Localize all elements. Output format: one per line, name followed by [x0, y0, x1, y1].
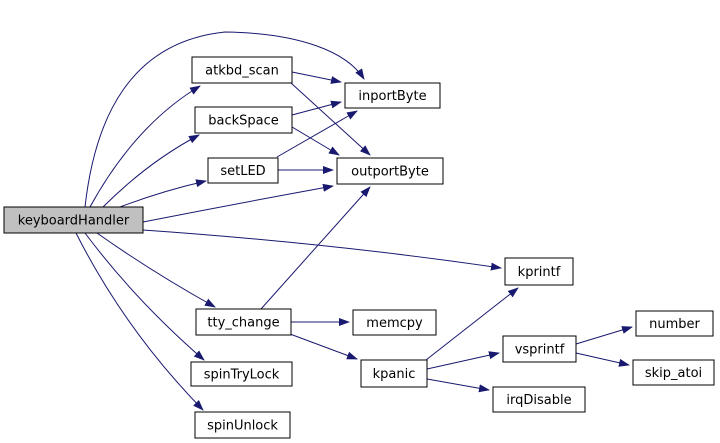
- node-box-spinTryLock[interactable]: [190, 361, 293, 387]
- node-label-memcpy: memcpy: [366, 316, 423, 331]
- node-label-backSpace: backSpace: [208, 114, 279, 129]
- node-label-inportByte: inportByte: [358, 89, 426, 104]
- node-label-setLED: setLED: [220, 164, 265, 179]
- node-box-kprintf[interactable]: [504, 257, 574, 286]
- edge-backSpace-to-outportByte: [291, 126, 340, 156]
- edge-keyboardHandler-to-setLED: [119, 179, 207, 208]
- edge-keyboardHandler-to-spinUnlock: [75, 232, 204, 411]
- edge-kpanic-to-vsprintf: [426, 351, 500, 370]
- node-label-kpanic: kpanic: [373, 367, 416, 382]
- node-box-number[interactable]: [635, 310, 714, 337]
- node-label-kprintf: kprintf: [518, 265, 561, 280]
- edge-kpanic-to-irqDisable: [426, 378, 490, 393]
- node-spinTryLock[interactable]: spinTryLock: [190, 361, 293, 387]
- node-kpanic[interactable]: kpanic: [360, 359, 428, 388]
- node-number[interactable]: number: [635, 310, 714, 337]
- node-irqDisable[interactable]: irqDisable: [492, 386, 586, 413]
- node-keyboardHandler: keyboardHandler: [3, 206, 144, 234]
- edge-tty_change-to-outportByte: [260, 186, 371, 310]
- node-box-memcpy[interactable]: [352, 309, 437, 336]
- node-backSpace[interactable]: backSpace: [194, 106, 293, 134]
- node-box-atkbd_scan[interactable]: [191, 56, 293, 84]
- node-label-skip_atoi: skip_atoi: [645, 366, 702, 381]
- node-box-setLED[interactable]: [207, 157, 279, 184]
- node-kprintf[interactable]: kprintf: [504, 257, 574, 286]
- node-box-skip_atoi[interactable]: [632, 359, 715, 386]
- node-box-tty_change[interactable]: [195, 308, 292, 336]
- edge-keyboardHandler-to-inportByte: [84, 31, 365, 208]
- node-setLED[interactable]: setLED: [207, 157, 279, 184]
- node-atkbd_scan[interactable]: atkbd_scan: [191, 56, 293, 84]
- node-label-irqDisable: irqDisable: [506, 393, 571, 408]
- edge-atkbd_scan-to-inportByte: [291, 71, 342, 84]
- edge-keyboardHandler-to-tty_change: [96, 232, 216, 308]
- edge-kpanic-to-kprintf: [425, 287, 519, 361]
- node-label-spinTryLock: spinTryLock: [204, 368, 280, 383]
- edge-keyboardHandler-to-backSpace: [102, 134, 200, 208]
- edge-tty_change-to-kpanic: [289, 333, 358, 360]
- node-label-vsprintf: vsprintf: [515, 343, 565, 358]
- edge-keyboardHandler-to-spinTryLock: [84, 232, 205, 361]
- edge-keyboardHandler-to-atkbd_scan: [89, 85, 201, 208]
- edge-setLED-to-inportByte: [276, 110, 358, 158]
- node-box-outportByte[interactable]: [336, 157, 444, 185]
- node-box-inportByte[interactable]: [344, 82, 441, 109]
- node-inportByte[interactable]: inportByte: [344, 82, 441, 109]
- node-box-kpanic[interactable]: [360, 359, 428, 388]
- node-label-keyboardHandler: keyboardHandler: [18, 214, 130, 229]
- node-outportByte[interactable]: outportByte: [336, 157, 444, 185]
- node-label-spinUnlock: spinUnlock: [207, 419, 278, 434]
- node-box-keyboardHandler: [3, 206, 144, 234]
- node-spinUnlock[interactable]: spinUnlock: [194, 411, 291, 439]
- edge-vsprintf-to-number: [575, 326, 633, 345]
- node-label-outportByte: outportByte: [351, 165, 429, 180]
- edge-vsprintf-to-skip_atoi: [575, 352, 630, 367]
- node-tty_change[interactable]: tty_change: [195, 308, 292, 336]
- node-label-tty_change: tty_change: [207, 316, 279, 331]
- edge-keyboardHandler-to-outportByte: [142, 183, 334, 223]
- edge-atkbd_scan-to-outportByte: [290, 82, 371, 156]
- node-box-backSpace[interactable]: [194, 106, 293, 134]
- edge-backSpace-to-inportByte: [291, 100, 342, 116]
- node-box-vsprintf[interactable]: [502, 335, 577, 363]
- node-label-number: number: [649, 317, 700, 332]
- node-label-atkbd_scan: atkbd_scan: [205, 64, 279, 79]
- node-skip_atoi[interactable]: skip_atoi: [632, 359, 715, 386]
- node-box-irqDisable[interactable]: [492, 386, 586, 413]
- node-vsprintf[interactable]: vsprintf: [502, 335, 577, 363]
- node-box-spinUnlock[interactable]: [194, 411, 291, 439]
- edge-keyboardHandler-to-kprintf: [142, 229, 502, 271]
- node-memcpy[interactable]: memcpy: [352, 309, 437, 336]
